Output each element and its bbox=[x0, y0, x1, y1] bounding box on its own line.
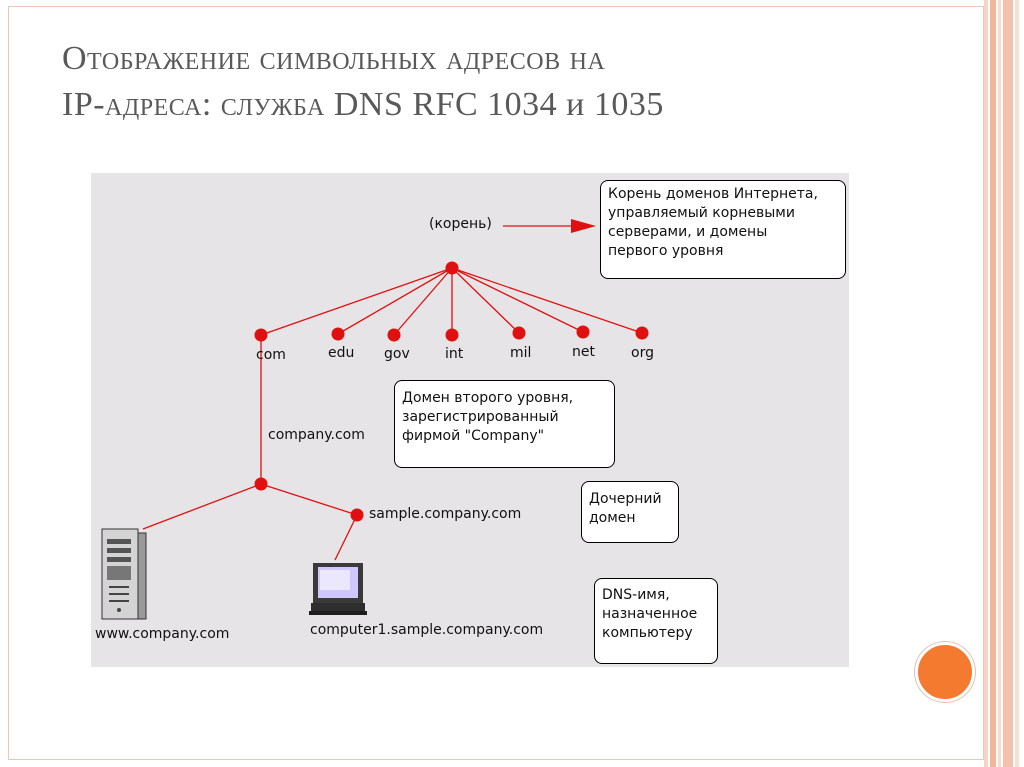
node-net bbox=[576, 325, 590, 339]
title-line-2-rfc: RFC 1034 и 1035 bbox=[412, 86, 664, 123]
node-com bbox=[254, 328, 268, 342]
slide-border bbox=[8, 6, 984, 760]
dns-tree-graphic bbox=[101, 219, 649, 620]
slide-title: Отображение символьных адресов на IP-адр… bbox=[62, 36, 942, 128]
tree-edges bbox=[142, 267, 643, 561]
callout-second-level: Домен второго уровня, зарегистрированный… bbox=[394, 380, 615, 468]
computer-label: computer1.sample.company.com bbox=[310, 622, 544, 638]
callout-child-line: Дочерний bbox=[589, 491, 662, 507]
tree-nodes bbox=[254, 261, 649, 522]
node-sample bbox=[350, 508, 364, 522]
decorative-stripes bbox=[984, 0, 1024, 767]
callout-dns-name-line: назначенное bbox=[602, 606, 698, 622]
decorative-orange-circle bbox=[915, 642, 975, 702]
root-label: (корень) bbox=[429, 216, 492, 232]
callout-second-level-line: фирмой "Company" bbox=[402, 428, 545, 444]
tld-label-net: net bbox=[572, 344, 595, 360]
callout-second-level-line: Домен второго уровня, bbox=[402, 390, 574, 406]
callout-dns-name-line: DNS-имя, bbox=[602, 587, 670, 603]
node-gov bbox=[387, 328, 401, 342]
tld-label-int: int bbox=[445, 346, 464, 362]
node-mil bbox=[512, 326, 526, 340]
title-line-1: Отображение символьных адресов на bbox=[62, 40, 606, 77]
node-org bbox=[635, 326, 649, 340]
title-line-2: IP-адреса: служба DNS RFC 1034 и 1035 bbox=[62, 82, 942, 128]
callout-child-line: домен bbox=[589, 510, 636, 526]
callout-root-line: управляемый корневыми bbox=[608, 205, 795, 221]
callout-dns-name-line: компьютеру bbox=[602, 625, 693, 641]
server-icon bbox=[101, 528, 147, 620]
server-label: www.company.com bbox=[95, 626, 230, 642]
tld-label-gov: gov bbox=[384, 346, 410, 362]
callout-dns-name: DNS-имя, назначенное компьютеру bbox=[594, 578, 718, 664]
node-root bbox=[445, 261, 459, 275]
dns-diagram: (корень) com edu gov int mil net org com… bbox=[91, 173, 849, 667]
tld-label-mil: mil bbox=[510, 345, 532, 361]
node-edu bbox=[331, 327, 345, 341]
node-company bbox=[254, 477, 268, 491]
subdomain-label: sample.company.com bbox=[369, 506, 522, 522]
tld-label-edu: edu bbox=[328, 345, 355, 361]
callout-second-level-line: зарегистрированный bbox=[402, 409, 559, 425]
callout-root-line: серверами, и домены bbox=[608, 224, 768, 240]
callout-root: Корень доменов Интернета, управляемый ко… bbox=[600, 180, 846, 279]
callout-root-line: первого уровня bbox=[608, 243, 724, 259]
callout-root-line: Корень доменов Интернета, bbox=[608, 186, 818, 202]
node-int bbox=[445, 328, 459, 342]
tld-label-org: org bbox=[631, 345, 654, 361]
title-line-2-main: IP-адреса: служба DNS bbox=[62, 86, 404, 123]
company-domain-label: company.com bbox=[268, 427, 365, 443]
arrow-icon bbox=[503, 219, 596, 233]
computer-icon bbox=[309, 563, 367, 615]
tld-label-com: com bbox=[256, 347, 286, 363]
callout-child-domain: Дочерний домен bbox=[581, 481, 679, 543]
